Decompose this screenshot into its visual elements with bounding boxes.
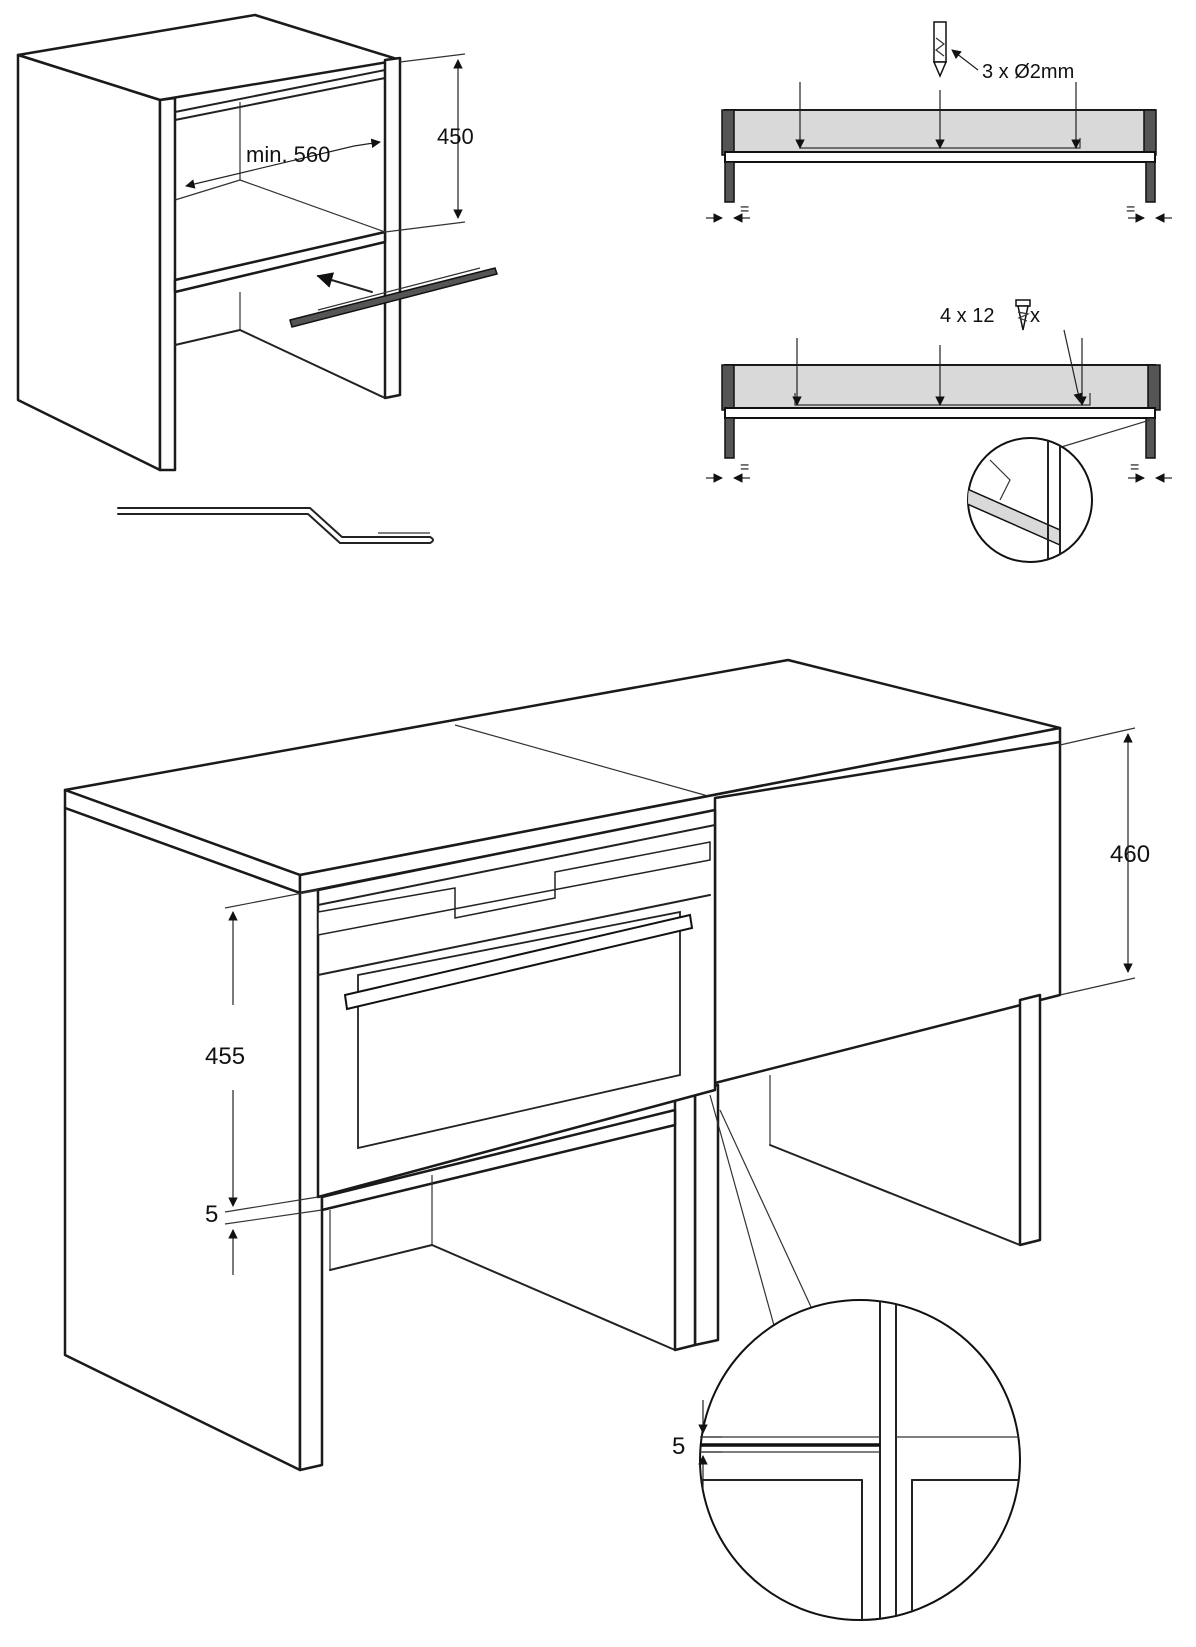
oven-installation-figure: 460 455 5: [63, 658, 1150, 1472]
gap-5-detail-label: 5: [672, 1433, 685, 1460]
equal-mark-left: =: [740, 201, 749, 218]
rail-profile: [117, 507, 431, 538]
drill-spec-label: 3 x Ø2mm: [982, 61, 1074, 83]
height-460-label: 460: [1110, 841, 1150, 868]
screws-suffix-label: x: [1030, 305, 1040, 327]
height-450-label: 450: [437, 124, 474, 149]
height-455-label: 455: [205, 1043, 245, 1070]
screwing-figure: 4 x 12 x = =: [706, 299, 1172, 563]
insert-arrow-icon: [316, 272, 373, 293]
oven-handle: [343, 913, 694, 1011]
gap-detail-circle: 5: [672, 1299, 1021, 1621]
gap-5-label: 5: [205, 1201, 218, 1228]
screws-spec-label: 4 x 12: [940, 305, 994, 327]
right-leg: [1018, 993, 1042, 1247]
equal-mark-right-2: =: [1130, 459, 1139, 476]
drilling-figure: 3 x Ø2mm = =: [706, 21, 1172, 223]
drill-bit-icon: [932, 21, 948, 78]
equal-mark-right: =: [1126, 201, 1135, 218]
screw-icon: [1015, 299, 1031, 331]
min-width-label: min. 560: [246, 142, 330, 167]
screw-detail-circle: [967, 437, 1093, 563]
equal-mark-left-2: =: [740, 459, 749, 476]
cabinet-shelf-figure: min. 560 450: [16, 13, 498, 544]
